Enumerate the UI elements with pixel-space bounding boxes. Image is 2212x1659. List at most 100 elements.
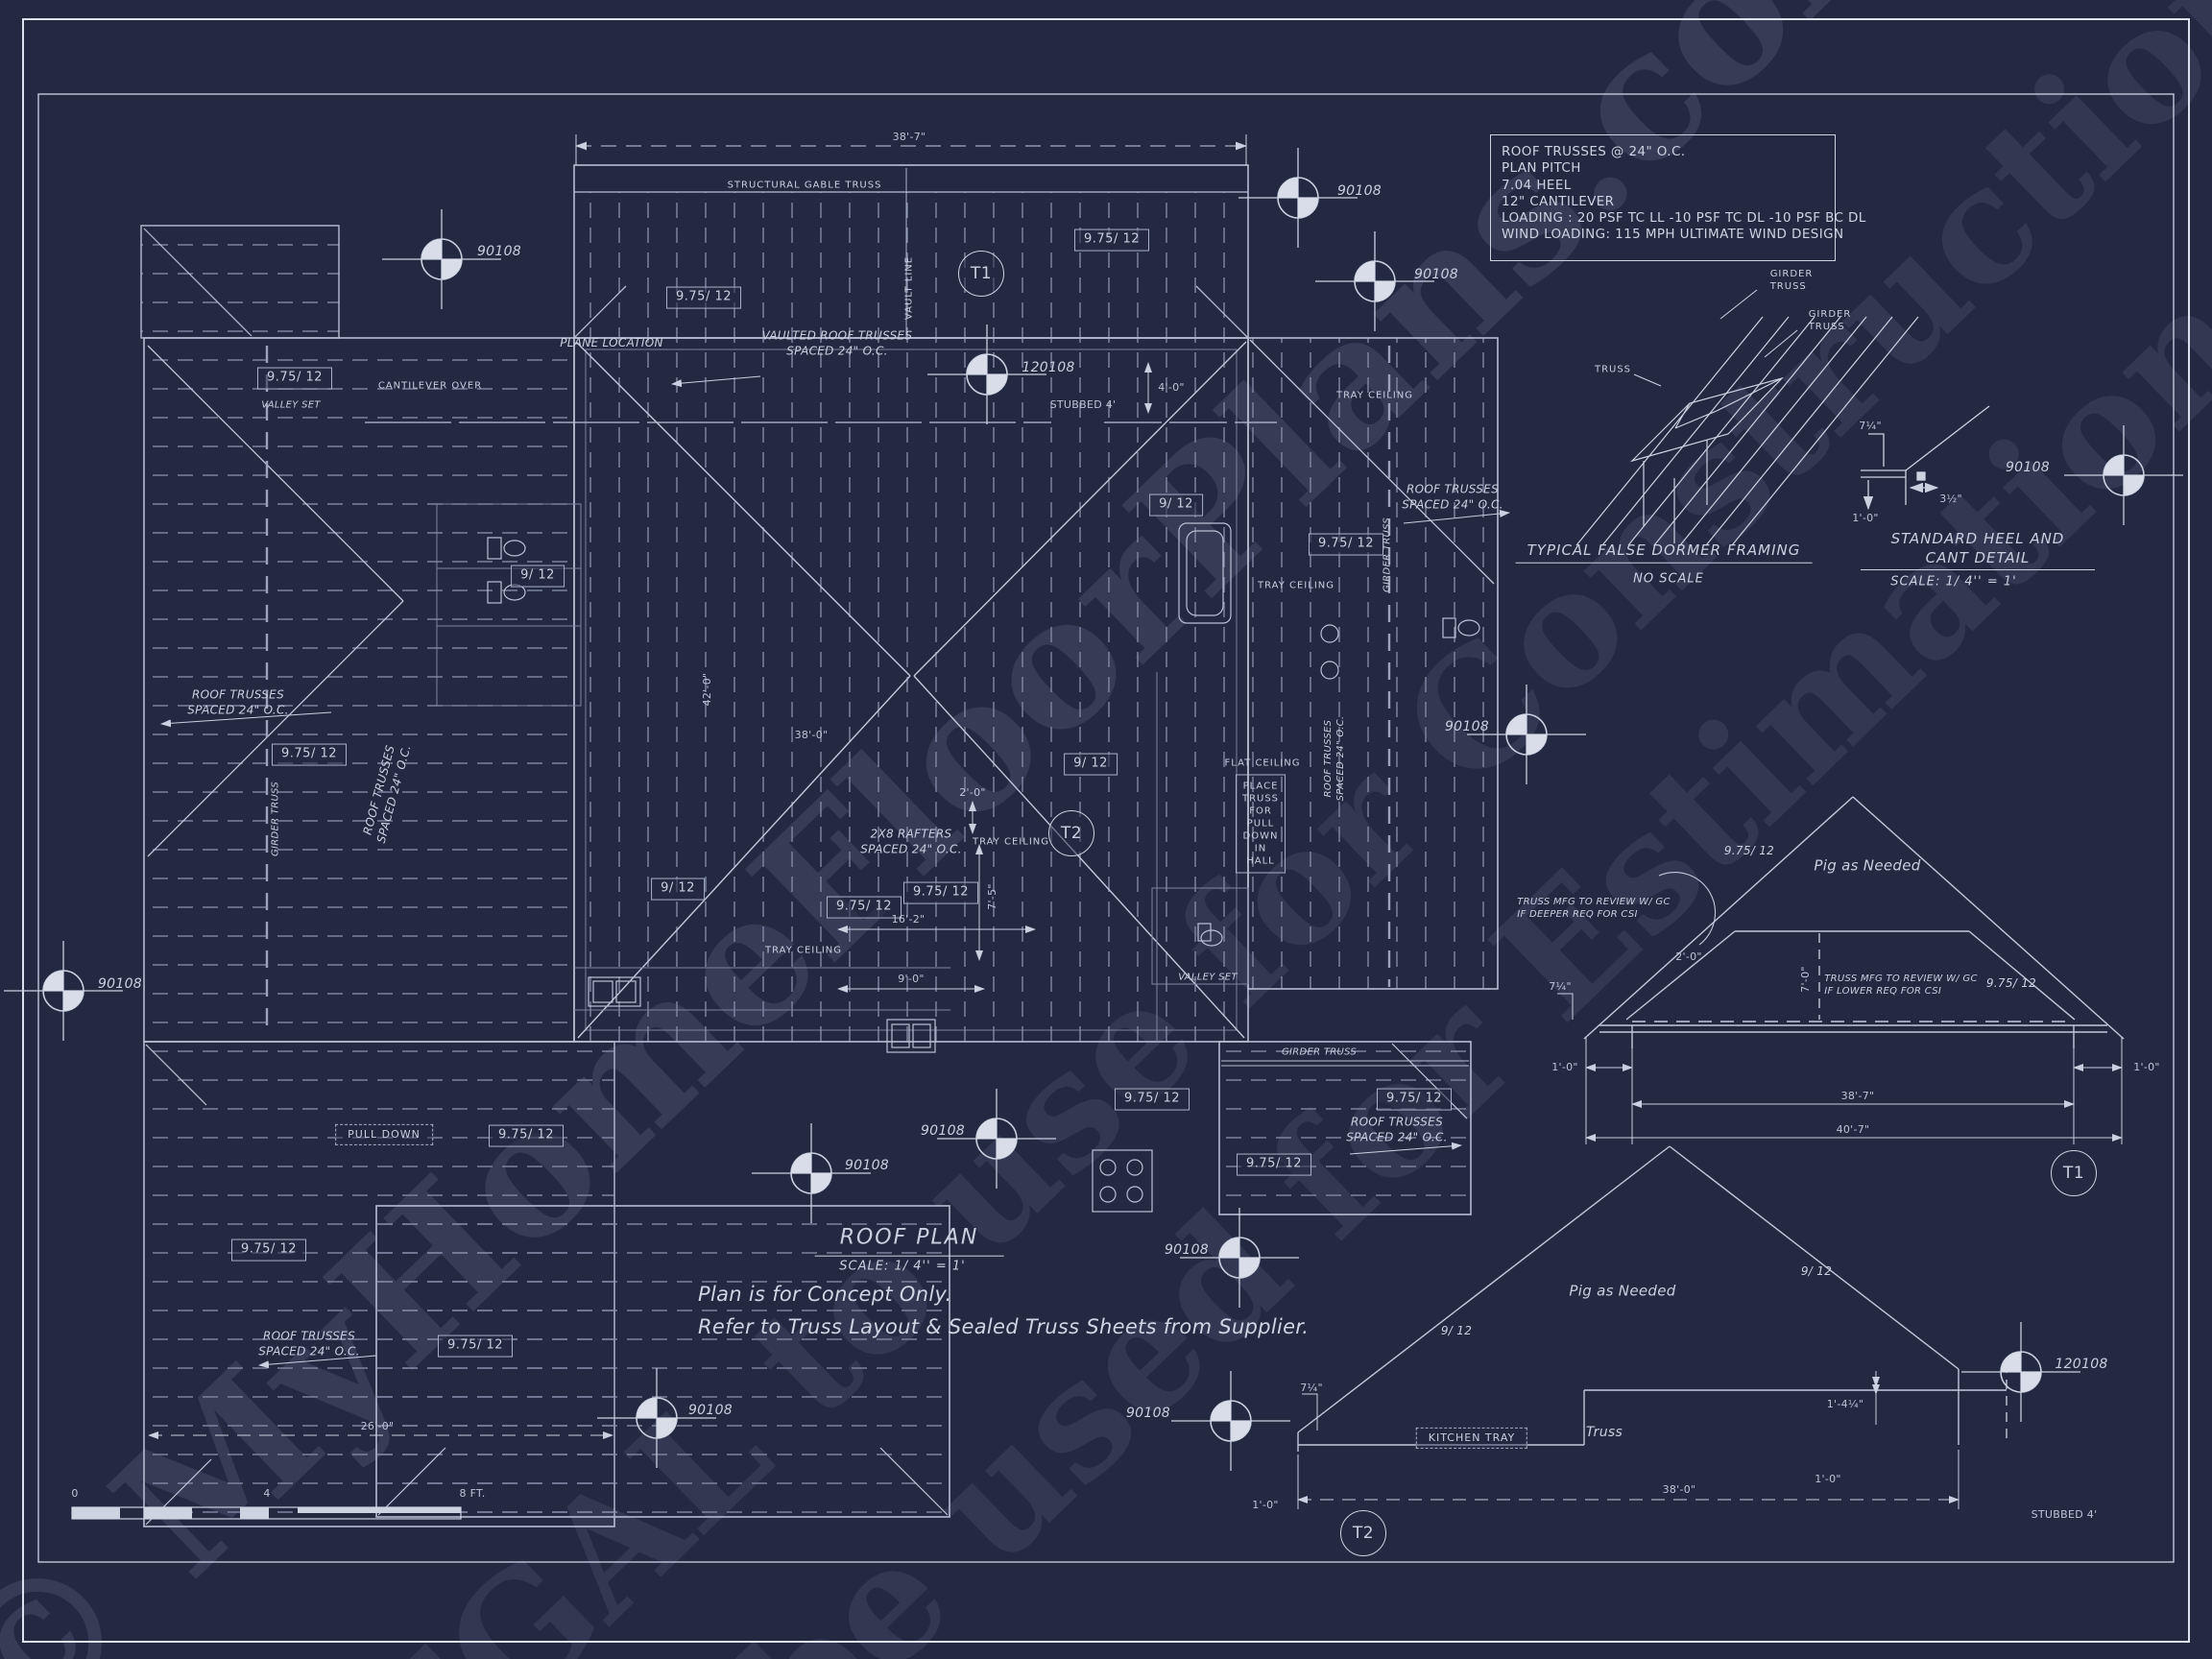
dim-38-0: 38'-0" bbox=[794, 728, 829, 741]
target-label: 90108 bbox=[687, 1402, 733, 1418]
t1-pitch-right: 9.75/ 12 bbox=[1985, 976, 2037, 991]
tray-ceiling-label: TRAY CEILING bbox=[1335, 390, 1414, 401]
t1-dim-7-0: 7'-0" bbox=[1798, 966, 1812, 993]
t1-note-lower: TRUSS MFG TO REVIEW W/ GC IF LOWER REQ F… bbox=[1824, 974, 1978, 997]
girder-truss-label: GIRDER TRUSS bbox=[1281, 1046, 1358, 1058]
pitch-label: 9/ 12 bbox=[1064, 753, 1118, 776]
target-label: 120108 bbox=[2055, 1356, 2108, 1372]
heel-cant-detail bbox=[1861, 405, 1990, 511]
pull-down-label: PULL DOWN bbox=[335, 1123, 433, 1146]
scale-bar bbox=[71, 1506, 462, 1520]
pitch-label: 9.75/ 12 bbox=[438, 1334, 513, 1358]
t2-heel-dim: 7¼" bbox=[1300, 1381, 1323, 1394]
note-line: ROOF TRUSSES @ 24" O.C. bbox=[1502, 144, 1686, 159]
t2-dim-1-0: 1'-0" bbox=[1252, 1498, 1279, 1511]
pitch-label: 9.75/ 12 bbox=[1115, 1088, 1190, 1111]
roof-trusses-label: ROOF TRUSSES SPACED 24" O.C. bbox=[258, 1329, 360, 1358]
dim-38-7-top: 38'-7" bbox=[892, 130, 926, 143]
dim-16-2: 16'-2" bbox=[891, 912, 926, 926]
vaulted-trusses-label: VAULTED ROOF TRUSSES SPACED 24" O.C. bbox=[761, 328, 913, 357]
roof-trusses-label: ROOF TRUSSES SPACED 24" O.C. bbox=[1323, 715, 1346, 802]
target-label: 90108 bbox=[1164, 1241, 1210, 1258]
t2-dim-1-0-right: 1'-0" bbox=[1815, 1472, 1841, 1485]
t2-truss-detail bbox=[1297, 1145, 2008, 1452]
truss-tag-t2: T2 bbox=[1048, 810, 1094, 856]
inner-border bbox=[37, 93, 2175, 1563]
roof-trusses-label: ROOF TRUSSES SPACED 24" O.C. bbox=[187, 687, 289, 716]
t2-dim-38-0: 38'-0" bbox=[1656, 1482, 1702, 1498]
t2-truss-label: Truss bbox=[1585, 1424, 1623, 1440]
t2-pig-label: Pig as Needed bbox=[1569, 1282, 1676, 1300]
pitch-label: 9/ 12 bbox=[1149, 493, 1203, 517]
t1-heel-dim: 7¼" bbox=[1549, 979, 1572, 993]
heel-scale: SCALE: 1/ 4'' = 1' bbox=[1890, 574, 2017, 589]
scale-bar-0: 0 bbox=[71, 1486, 79, 1500]
valley-set-label: VALLEY SET bbox=[261, 399, 321, 411]
plan-scale: SCALE: 1/ 4'' = 1' bbox=[839, 1259, 966, 1274]
pitch-label: 9.75/ 12 bbox=[257, 367, 332, 390]
t1-dim-1-0-right: 1'-0" bbox=[2133, 1060, 2160, 1073]
rafters-label: 2X8 RAFTERS SPACED 24" O.C. bbox=[860, 827, 962, 855]
target-label: 90108 bbox=[920, 1122, 966, 1139]
pitch-label: 9.75/ 12 bbox=[489, 1124, 564, 1147]
roof-trusses-label: ROOF TRUSSES SPACED 24" O.C. bbox=[1402, 482, 1503, 511]
structural-gable-label: STRUCTURAL GABLE TRUSS bbox=[727, 180, 882, 191]
note-line: 12" CANTILEVER bbox=[1502, 193, 1615, 209]
tray-ceiling-label: TRAY CEILING bbox=[764, 945, 843, 956]
pitch-label: 9.75/ 12 bbox=[1377, 1088, 1452, 1111]
pitch-label: 9.75/ 12 bbox=[666, 286, 741, 309]
vault-line-label: VAULT LINE bbox=[903, 255, 915, 321]
pitch-label: 9.75/ 12 bbox=[231, 1238, 306, 1262]
heel-dim-3-12: 3½" bbox=[1939, 492, 1962, 505]
t1-dim-2-0: 2'-0" bbox=[1675, 950, 1702, 963]
flat-ceiling-label: FLAT CEILING bbox=[1224, 757, 1301, 769]
pitch-label: 9.75/ 12 bbox=[1309, 533, 1383, 556]
dim-4-0: 4'-0" bbox=[1158, 380, 1185, 394]
t2-stubbed-label: STUBBED 4' bbox=[2031, 1507, 2098, 1521]
dormer-title: TYPICAL FALSE DORMER FRAMING bbox=[1515, 541, 1813, 564]
target-label: 90108 bbox=[1336, 182, 1382, 199]
heel-dim-7-14: 7¼" bbox=[1859, 419, 1882, 432]
plan-title: ROOF PLAN bbox=[814, 1225, 1004, 1257]
target-label: 90108 bbox=[97, 975, 143, 992]
dim-2-0: 2'-0" bbox=[959, 785, 986, 799]
outer-border bbox=[22, 18, 2190, 1643]
target-label: 90108 bbox=[844, 1157, 890, 1173]
target-label: 120108 bbox=[1022, 359, 1075, 375]
target-label: 90108 bbox=[1125, 1405, 1171, 1421]
t1-pitch-left: 9.75/ 12 bbox=[1723, 844, 1775, 858]
t2-section-tag: T2 bbox=[1340, 1510, 1386, 1556]
kitchen-tray-label: KITCHEN TRAY bbox=[1415, 1427, 1528, 1450]
cantilever-over-label: CANTILEVER OVER bbox=[377, 380, 483, 392]
t2-pitch-right: 9/ 12 bbox=[1800, 1264, 1833, 1279]
truss-callout: TRUSS bbox=[1594, 364, 1632, 375]
plane-location-label: PLANE LOCATION bbox=[560, 336, 663, 350]
pitch-label: 9.75/ 12 bbox=[903, 881, 978, 904]
girder-truss-callout: GIRDER TRUSS bbox=[1769, 269, 1814, 292]
roof-trusses-label: ROOF TRUSSES SPACED 24" O.C. bbox=[1346, 1115, 1448, 1143]
dormer-scale: NO SCALE bbox=[1633, 571, 1704, 587]
scale-bar-8: 8 FT. bbox=[459, 1486, 486, 1500]
truss-tag-t1: T1 bbox=[958, 251, 1004, 297]
heel-dim-1-0: 1'-0" bbox=[1852, 511, 1879, 524]
tray-ceiling-label: TRAY CEILING bbox=[1257, 580, 1335, 591]
dim-42-0: 42'-0" bbox=[700, 672, 713, 707]
pitch-label: 9.75/ 12 bbox=[272, 743, 347, 766]
valley-set-label: VALLEY SET bbox=[1178, 972, 1238, 983]
target-label: 90108 bbox=[1444, 718, 1490, 734]
pitch-label: 9.75/ 12 bbox=[1074, 228, 1149, 252]
target-label: 90108 bbox=[2005, 459, 2051, 475]
note-line: LOADING : 20 PSF TC LL -10 PSF TC DL -10… bbox=[1502, 210, 1866, 227]
concept-note-1: Plan is for Concept Only. bbox=[698, 1283, 952, 1306]
plumbing-fixtures bbox=[487, 522, 1480, 1213]
t1-dim-38-7: 38'-7" bbox=[1840, 1089, 1875, 1102]
place-truss-label: PLACE TRUSS FOR PULL DOWN IN HALL bbox=[1235, 774, 1286, 874]
girder-truss-callout: GIRDER TRUSS bbox=[1808, 309, 1852, 332]
target-label: 90108 bbox=[1413, 266, 1459, 282]
t1-truss-detail bbox=[1583, 796, 2125, 1048]
stubbed-label: STUBBED 4' bbox=[1049, 397, 1117, 411]
dim-7-5: 7'-5" bbox=[985, 883, 998, 910]
t2-pitch-left: 9/ 12 bbox=[1440, 1324, 1473, 1338]
dim-26-0: 26'-0" bbox=[360, 1419, 395, 1432]
